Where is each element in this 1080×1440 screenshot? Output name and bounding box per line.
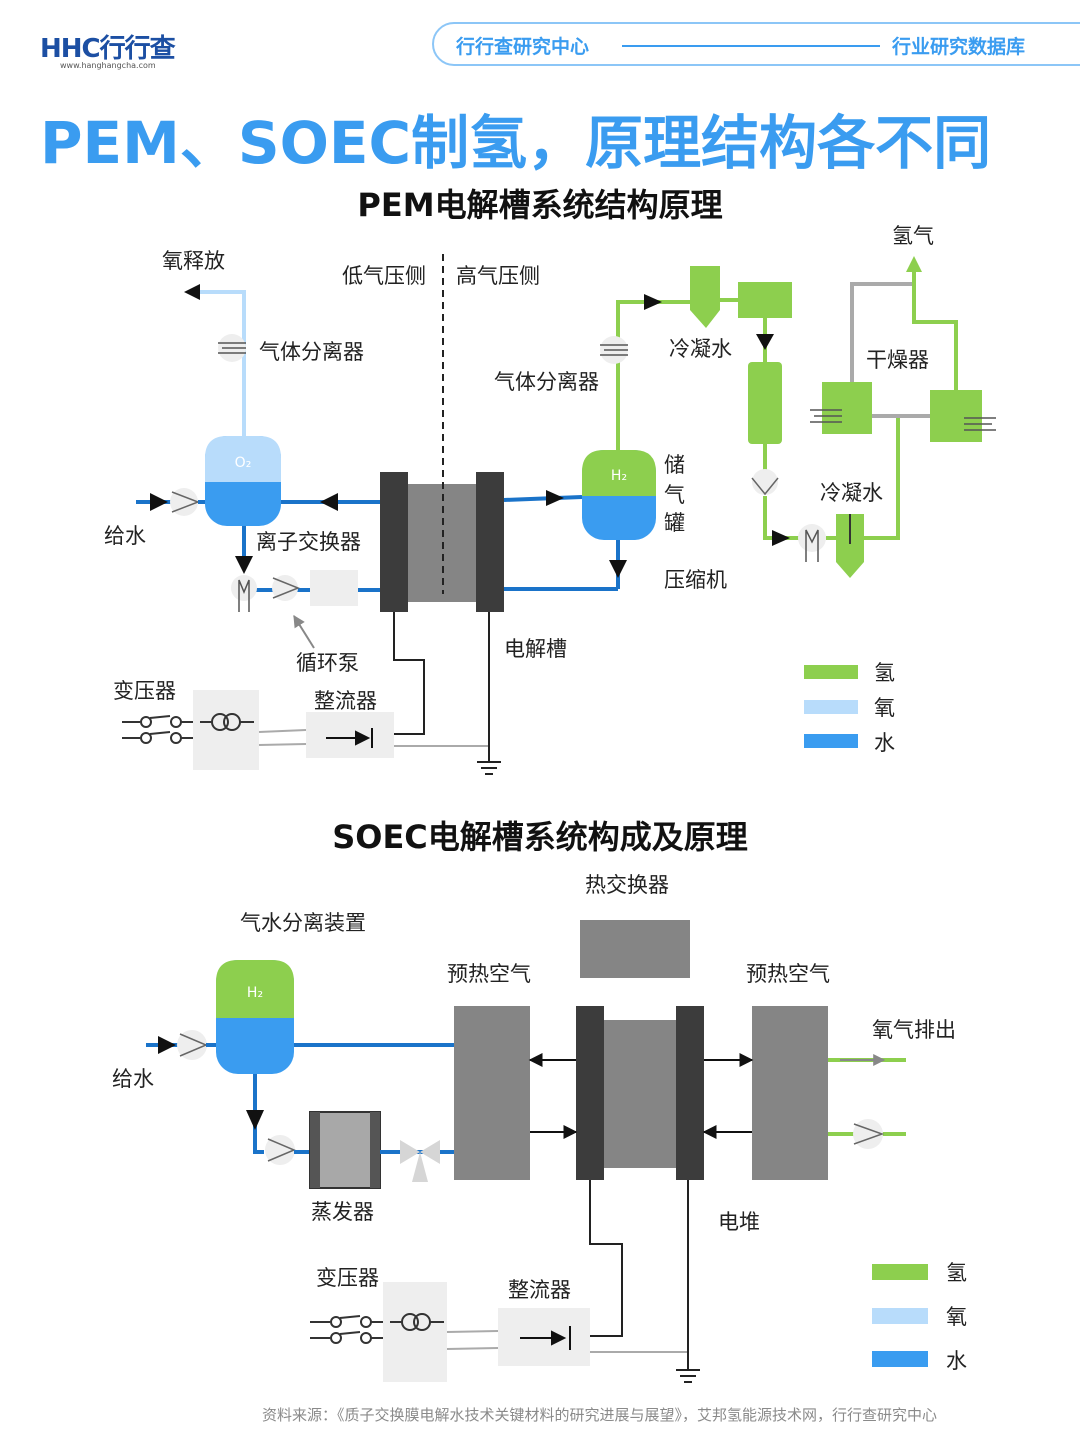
pem-label-transformer: 变压器: [113, 679, 176, 703]
soec-section-title: SOEC电解槽系统构成及原理: [332, 818, 748, 856]
soec-legend-hydrogen: 氢: [946, 1261, 967, 1285]
pem-label-dryer: 干燥器: [866, 348, 929, 372]
source-note: 资料来源：《质子交换膜电解水技术关键材料的研究进展与展望》，艾邦氢能源技术网，行…: [262, 1406, 938, 1424]
pem-storage-3: 罐: [664, 511, 685, 535]
soec-pump-icon: [265, 1135, 296, 1165]
page-title: PEM、SOEC制氢，原理结构各不同: [40, 109, 992, 177]
pem-label-rectifier: 整流器: [314, 689, 377, 713]
pem-dryer-left: [822, 382, 872, 434]
pem-cooler-box: [738, 282, 792, 318]
pem-label-storage-tank: 储气罐: [664, 453, 685, 535]
pem-compressor-icon: [798, 524, 826, 562]
pem-label-gas-separator-left: 气体分离器: [259, 340, 364, 364]
soec-output-pump-icon: [853, 1119, 885, 1149]
database-link[interactable]: 行业研究数据库: [892, 36, 1026, 58]
pem-label-oxygen-release: 氧释放: [162, 249, 225, 273]
pem-legend-oxygen-swatch: [804, 700, 858, 714]
soec-label-oxygen-exhaust: 氧气排出: [872, 1018, 956, 1042]
pem-o2-label: O₂: [235, 455, 252, 471]
soec-label-gas-water-separator: 气水分离装置: [240, 911, 366, 935]
soec-label-rectifier: 整流器: [508, 1278, 571, 1302]
soec-legend-oxygen: 氧: [946, 1305, 967, 1329]
pem-legend-water-swatch: [804, 734, 858, 748]
soec-legend-water-swatch: [872, 1351, 928, 1367]
pem-transformer-box: [193, 690, 259, 770]
pem-label-circulation-pump: 循环泵: [296, 651, 359, 675]
pem-storage-2: 气: [664, 483, 685, 507]
pem-oxygen-tank: O₂: [205, 436, 281, 526]
soec-label-preheat-left: 预热空气: [447, 962, 531, 986]
pem-dryer-right: [930, 390, 982, 442]
pem-ground-icon: [477, 761, 501, 775]
soec-switch-icon: [310, 1315, 383, 1344]
soec-transformer-box: [383, 1282, 447, 1382]
pem-label-compressor: 压缩机: [664, 568, 727, 592]
soec-legend-hydrogen-swatch: [872, 1264, 928, 1280]
logo: HHC行行查 www.hanghangcha.com: [40, 28, 190, 74]
soec-label-stack: 电堆: [718, 1210, 760, 1234]
soec-diagram: H₂: [112, 873, 967, 1383]
soec-h2-label: H₂: [247, 985, 263, 1001]
pem-gas-separator-right-icon: [600, 336, 628, 364]
pem-switch-icon: [122, 715, 193, 744]
pem-diagram: O₂ H₂: [104, 224, 996, 775]
pem-section-title: PEM电解槽系统结构原理: [357, 186, 723, 224]
soec-diode-icon: [520, 1326, 571, 1350]
soec-evaporator: [309, 1111, 381, 1189]
soec-preheat-right: [752, 1006, 828, 1180]
pem-condenser-funnel: [690, 266, 720, 328]
pem-gas-separator-left-icon: [218, 334, 246, 362]
pem-circulation-pump-icon: [272, 575, 301, 601]
logo-url: www.hanghangcha.com: [60, 61, 156, 70]
soec-label-transformer: 变压器: [316, 1266, 379, 1290]
soec-heat-exchanger-box: [580, 920, 690, 978]
pem-legend-hydrogen-swatch: [804, 665, 858, 679]
pem-transformer-icon: [200, 713, 254, 731]
logo-mark: HHC行行查: [40, 34, 176, 64]
pem-storage-1: 储: [664, 453, 685, 477]
pem-condenser-lower: [836, 514, 864, 578]
pem-feed-pump-icon: [170, 488, 201, 516]
pem-valve-right-icon: [751, 469, 779, 496]
soec-label-evaporator: 蒸发器: [311, 1200, 374, 1224]
pem-diode-icon: [326, 728, 373, 748]
pem-legend-water: 水: [874, 731, 895, 755]
soec-fan-icon: [400, 1140, 440, 1182]
pem-filter-column: [748, 362, 782, 444]
pem-legend-oxygen: 氧: [874, 696, 895, 720]
pill-divider: [622, 45, 880, 47]
pem-label-high-pressure: 高气压侧: [456, 264, 540, 288]
pem-legend-hydrogen: 氢: [874, 661, 895, 685]
pem-label-electrolyzer: 电解槽: [504, 637, 567, 661]
soec-label-heat-exchanger: 热交换器: [585, 873, 669, 897]
pem-label-condensed-water-top: 冷凝水: [669, 337, 732, 361]
soec-feed-pump-icon: [177, 1030, 208, 1060]
pem-label-feed-water: 给水: [104, 524, 146, 548]
soec-transformer-icon: [390, 1313, 444, 1331]
pem-label-condensed-water-mid: 冷凝水: [820, 481, 883, 505]
pem-oxygen-pipe: [190, 290, 246, 438]
pem-valve-icon: [231, 575, 257, 612]
pem-label-low-pressure: 低气压侧: [342, 264, 426, 288]
header-pill: 行行查研究中心 行业研究数据库: [432, 22, 1080, 66]
pem-label-hydrogen-out: 氢气: [892, 224, 934, 248]
soec-hydrogen-tank: H₂: [216, 960, 294, 1074]
pem-oxygen-arrow: [184, 284, 200, 300]
pem-ion-exchanger-box: [310, 570, 358, 606]
pem-label-gas-separator-right: 气体分离器: [494, 370, 599, 394]
soec-legend-water: 水: [946, 1349, 967, 1373]
pem-label-ion-exchanger: 离子交换器: [256, 530, 361, 554]
pem-rectifier-box: [306, 712, 394, 758]
pem-h2-label: H₂: [611, 468, 627, 484]
soec-label-preheat-right: 预热空气: [746, 962, 830, 986]
research-center-link[interactable]: 行行查研究中心: [456, 36, 590, 58]
soec-legend-oxygen-swatch: [872, 1308, 928, 1324]
soec-label-feed-water: 给水: [112, 1067, 154, 1091]
pem-hydrogen-tank: H₂: [582, 450, 656, 540]
soec-preheat-left: [454, 1006, 530, 1180]
soec-ground-icon: [676, 1369, 700, 1383]
soec-stack: [576, 1006, 704, 1180]
